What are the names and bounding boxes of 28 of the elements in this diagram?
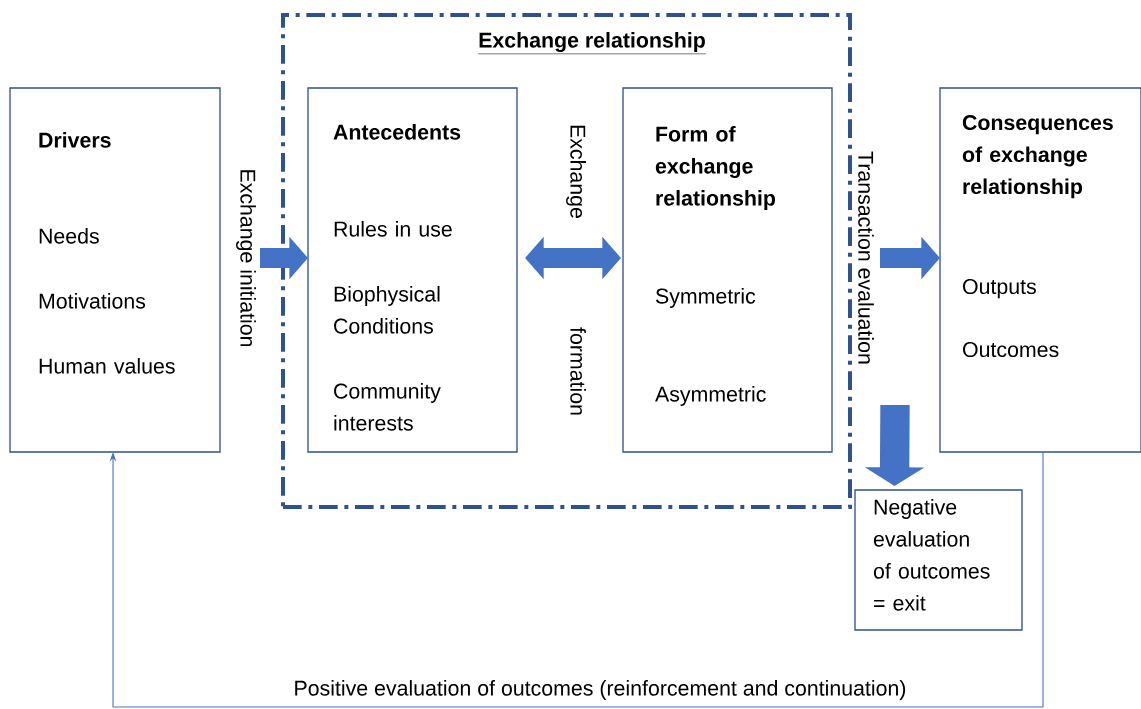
list-item: Negative evaluation of outcomes = exit xyxy=(873,499,990,611)
list-item: Outcomes xyxy=(963,342,1059,358)
list-item: Needs xyxy=(39,228,99,244)
edge-label: Positive evaluation of outcomes (reinforcement and continuation) xyxy=(290,677,910,703)
box-heading: Form of exchange relationship xyxy=(655,126,776,210)
list-item: Symmetric xyxy=(655,288,756,308)
edge-label: Transaction evaluation xyxy=(858,151,874,364)
frame-title: Exchange relationship xyxy=(477,32,707,55)
text-box xyxy=(307,87,518,453)
list-item: Community interests xyxy=(334,383,441,431)
box-heading: Consequences of exchange relationship xyxy=(962,115,1113,199)
dash-dot-frame xyxy=(281,13,852,509)
box-heading: Drivers xyxy=(39,132,111,148)
edge-label: Exchange initiation xyxy=(236,170,256,347)
list-item: Asymmetric xyxy=(655,386,766,406)
list-item: Human values xyxy=(39,358,175,374)
list-item: Rules in use xyxy=(334,221,452,237)
box-heading: Antecedents xyxy=(333,124,461,140)
feedback-line xyxy=(109,451,1044,708)
edge-label: Exchange formation xyxy=(566,125,586,415)
text-box xyxy=(9,87,221,453)
text-box xyxy=(622,87,833,453)
list-item: Outputs xyxy=(963,279,1036,299)
list-item: Biophysical Conditions xyxy=(334,286,440,334)
list-item: Motivations xyxy=(39,293,146,309)
text-box xyxy=(939,87,1141,453)
block-arrow xyxy=(525,236,621,280)
text-box xyxy=(854,489,1023,631)
